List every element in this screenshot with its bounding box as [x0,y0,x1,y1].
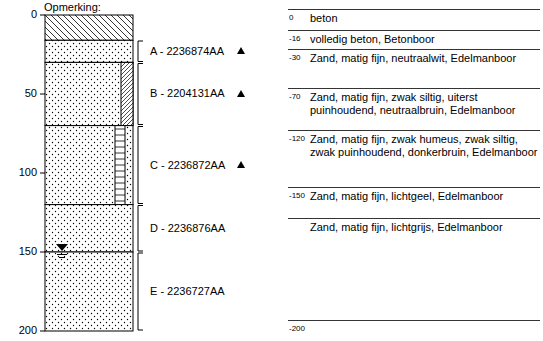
sample-bracket [138,64,143,125]
analysis-markers [237,47,245,168]
sand-layer [45,126,133,205]
layer-description: Zand, matig fijn, zwak siltig, uiterst p… [310,91,538,117]
sample-code: A - 2236874AA [150,45,224,58]
separator-line [288,130,540,131]
layer-description: Zand, matig fijn, lichtgrijs, Edelmanboo… [310,221,538,234]
sample-code: B - 2204131AA [150,87,225,100]
sample-code: D - 2236876AA [150,222,225,235]
analysis-triangle [237,47,245,54]
sample-code: E - 2236727AA [150,285,225,298]
soil-layers [45,15,133,331]
layer-depth: -70 [289,92,301,102]
remark-label: Opmerking: [44,1,101,14]
sample-bracket [138,127,143,204]
depth-tick-label: 100 [19,166,37,179]
separator-line [288,187,540,188]
sample-brackets [138,41,143,330]
layer-depth: -150 [289,191,305,201]
sample-bracket [138,206,143,252]
analysis-triangle [237,161,245,168]
layer-depth: -30 [289,53,301,63]
separator-line [288,9,540,10]
layer-description: beton [310,12,538,25]
water-table-symbol [56,244,68,258]
sample-bracket [138,253,143,330]
sample-bracket [138,41,143,62]
humus-strip [115,126,125,205]
sand-layer [45,252,133,331]
layer-depth: -120 [289,134,305,144]
water-table-lines [57,255,67,258]
separator-line [288,88,540,89]
sand-layer [45,40,133,62]
layer-depth: -16 [289,34,301,44]
layer-separators [288,10,540,321]
sample-code: C - 2236872AA [150,159,225,172]
separator-line [288,49,540,50]
separator-line [288,320,540,321]
layer-description: Zand, matig fijn, neutraalwit, Edelmanbo… [310,52,538,65]
sand-layer [45,205,133,252]
debris-strip [121,62,133,125]
separator-line [288,30,540,31]
depth-tick-label: 0 [31,8,37,21]
tick-marks [40,15,45,331]
concrete-layer [45,15,133,40]
separator-line [288,218,540,219]
layer-description: volledig beton, Betonboor [310,33,538,46]
depth-tick-label: 150 [19,245,37,258]
depth-ticks [40,15,45,331]
water-table-triangle [56,244,68,251]
depth-tick-label: 50 [25,87,37,100]
layer-description: Zand, matig fijn, lichtgeel, Edelmanboor [310,190,538,203]
layer-description: Zand, matig fijn, zwak humeus, zwak silt… [310,133,538,159]
layer-depth: -200 [289,324,305,334]
sand-layer [45,62,133,125]
depth-tick-label: 200 [19,324,37,337]
analysis-triangle [237,90,245,97]
layer-depth: 0 [289,13,293,23]
